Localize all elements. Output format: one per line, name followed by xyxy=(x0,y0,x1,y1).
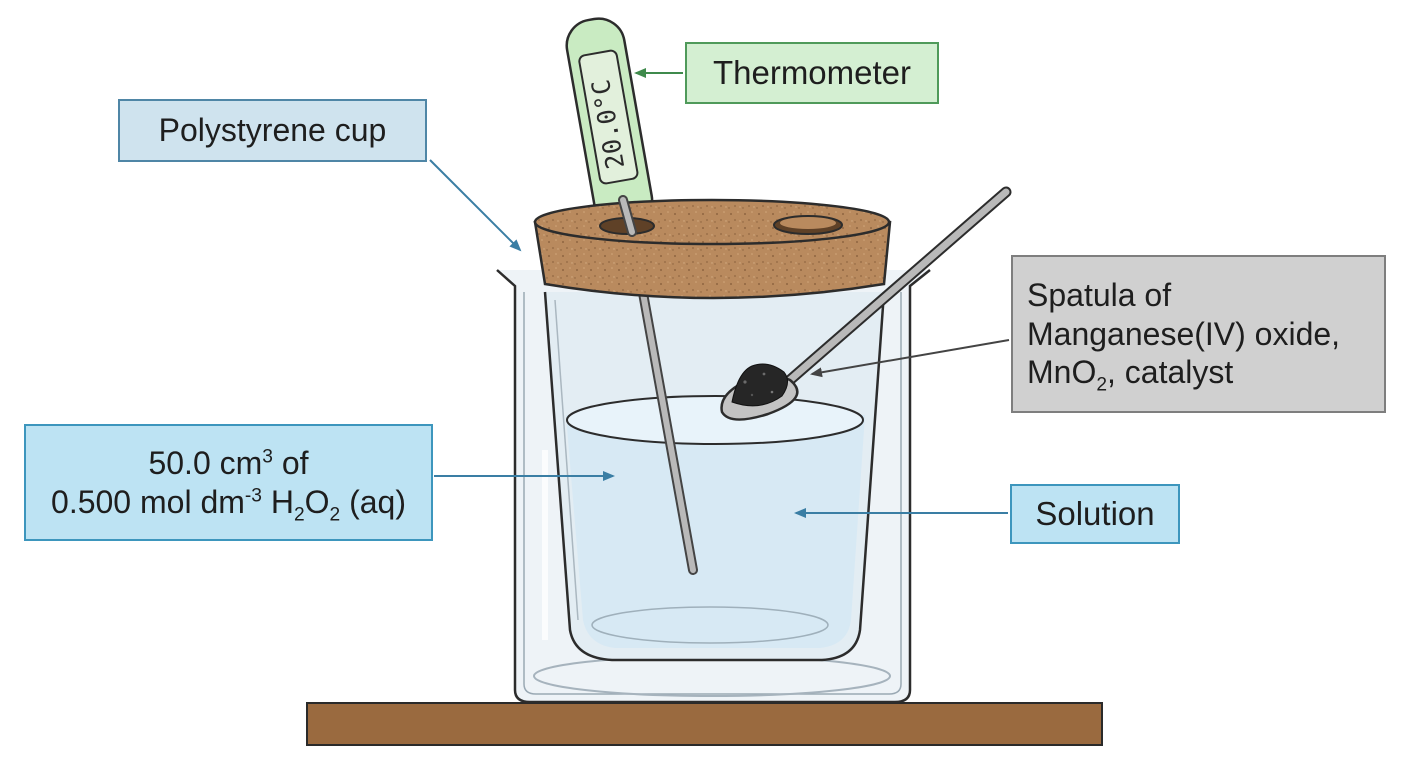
mno2-powder xyxy=(731,363,788,407)
hydrogen-peroxide-label: 50.0 cm3 of 0.500 mol dm-3 H2O2 (aq) xyxy=(24,424,433,541)
arrow-polystyrene-cup xyxy=(429,159,522,252)
polystyrene-cup-label-text: Polystyrene cup xyxy=(158,112,387,149)
spatula xyxy=(720,186,1012,421)
spatula-label-line3: MnO2, catalyst xyxy=(1027,354,1234,396)
liquid xyxy=(566,395,865,648)
solution-label: Solution xyxy=(1010,484,1180,544)
thermometer-label-text: Thermometer xyxy=(712,54,912,92)
hydrogen-peroxide-label-line1: 50.0 cm3 of xyxy=(148,445,309,482)
hydrogen-peroxide-label-line2: 0.500 mol dm-3 H2O2 (aq) xyxy=(51,483,406,525)
solution-label-text: Solution xyxy=(1035,495,1155,533)
cork-lid xyxy=(533,198,892,300)
thermometer-label: Thermometer xyxy=(685,42,939,104)
bench xyxy=(306,702,1103,746)
polystyrene-cup-label: Polystyrene cup xyxy=(118,99,427,162)
thermometer-stem-top xyxy=(618,195,637,237)
arrow-spatula xyxy=(810,339,1010,378)
spatula-label-line1: Spatula of xyxy=(1027,277,1172,314)
spatula-label-line2: Manganese(IV) oxide, xyxy=(1027,315,1341,352)
spatula-label: Spatula of Manganese(IV) oxide, MnO2, ca… xyxy=(1011,255,1386,413)
